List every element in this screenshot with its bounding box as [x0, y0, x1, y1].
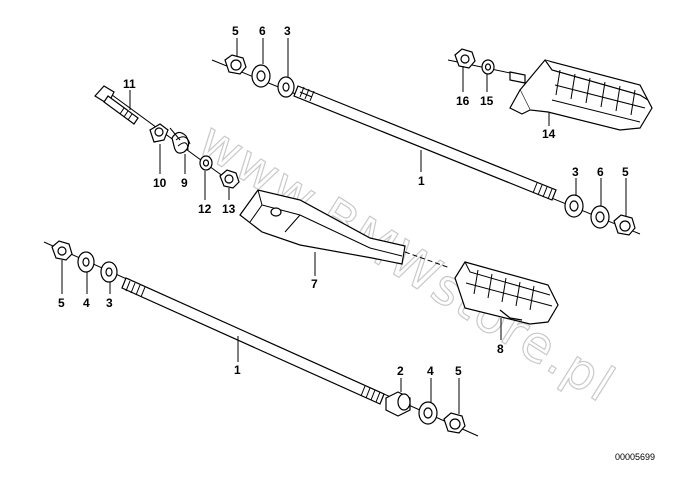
- callout-labels: 5 6 3 16 15 11 14 1 10 9 3 6 5 12 13 7 5…: [58, 24, 629, 378]
- callout-label: 4: [83, 296, 90, 310]
- lower-axle-assembly: [43, 240, 479, 437]
- callout-label: 14: [542, 127, 556, 141]
- nut-upper-right: [613, 214, 636, 236]
- callout-label: 2: [397, 364, 404, 378]
- diagram-code: 00005699: [615, 452, 655, 462]
- callout-label: 5: [455, 364, 462, 378]
- callout-label: 3: [572, 165, 579, 179]
- washer-lower-left: [77, 251, 95, 273]
- footrest-upper: [447, 48, 653, 131]
- nut-upper-left: [224, 54, 247, 75]
- callout-label: 16: [456, 94, 470, 108]
- bolt-spring-group: [94, 85, 240, 189]
- callout-label: 3: [106, 296, 113, 310]
- callout-label: 4: [427, 364, 434, 378]
- callout-label: 3: [284, 24, 291, 38]
- footrest-bracket: [239, 189, 451, 269]
- callout-label: 5: [232, 24, 239, 38]
- spacer-upper-left: [277, 76, 295, 98]
- callout-label: 10: [153, 176, 167, 190]
- callout-label: 11: [123, 77, 136, 91]
- rod-lower: [121, 277, 385, 405]
- watermark-text: www.BMWstore.pl: [189, 111, 626, 414]
- nut-lower-left: [51, 240, 73, 261]
- footrest-lower: [454, 261, 559, 325]
- spacer-upper-right: [564, 194, 584, 218]
- callout-label: 5: [58, 296, 65, 310]
- callout-label: 5: [622, 165, 629, 179]
- callout-label: 13: [222, 202, 236, 216]
- callout-label: 6: [597, 165, 604, 179]
- washer-upper-right: [590, 205, 610, 229]
- rod-upper: [293, 85, 557, 201]
- callout-label: 1: [418, 174, 425, 188]
- callout-label: 15: [480, 94, 494, 108]
- callout-label: 9: [181, 176, 188, 190]
- leader-lines: [61, 38, 627, 414]
- callout-label: 1: [234, 363, 241, 377]
- callout-label: 6: [259, 24, 266, 38]
- washer-lower-right: [418, 401, 438, 425]
- nut-lower-right: [443, 412, 466, 434]
- callout-label: 8: [497, 342, 504, 356]
- callout-label: 7: [311, 277, 318, 291]
- spacer-lower-left: [100, 261, 118, 283]
- callout-label: 12: [198, 202, 212, 216]
- upper-axle-assembly: [211, 54, 641, 236]
- washer-upper-left: [251, 64, 271, 88]
- bushing-lower-right: [385, 391, 411, 417]
